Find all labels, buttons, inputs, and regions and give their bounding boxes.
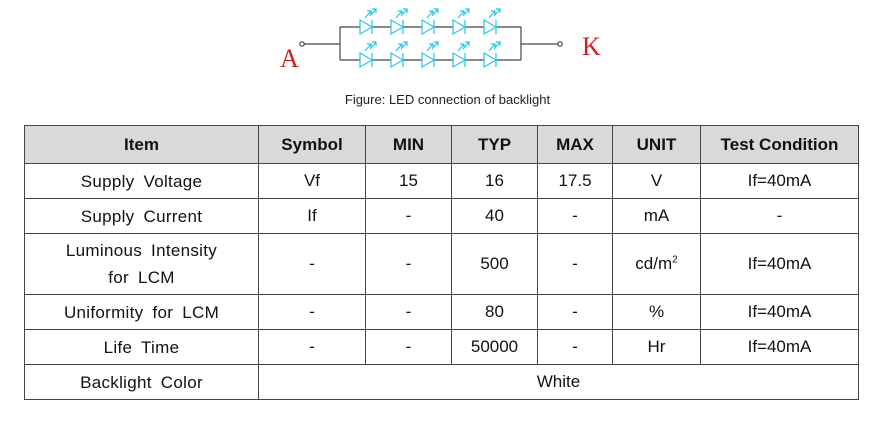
cell-backlight-color-value: White [258, 364, 859, 400]
header-typ: TYP [451, 125, 538, 164]
cathode-terminal-dot [557, 41, 563, 47]
backlight-spec-table: Item Symbol MIN TYP MAX UNIT Test Condit… [24, 125, 859, 400]
header-max: MAX [537, 125, 613, 164]
led-icon [452, 41, 470, 69]
cell-condition: If=40mA [700, 233, 859, 295]
led-icon [390, 8, 408, 36]
cell-condition: - [700, 198, 859, 234]
led-circuit-drawing [299, 8, 563, 69]
cell-min: - [365, 233, 452, 295]
cell-typ: 40 [451, 198, 538, 234]
cell-typ: 16 [451, 163, 538, 199]
table-row-supply-voltage: Supply Voltage Vf 15 16 17.5 V If=40mA [24, 163, 859, 199]
table-row-uniformity: Uniformity for LCM - - 80 - % If=40mA [24, 294, 859, 330]
led-icon [359, 41, 377, 69]
cell-unit: cd/m2 [612, 233, 701, 295]
cell-min: - [365, 294, 452, 330]
header-unit: UNIT [612, 125, 701, 164]
header-min: MIN [365, 125, 452, 164]
table-row-supply-current: Supply Current If - 40 - mA - [24, 198, 859, 234]
cell-max: - [537, 329, 613, 365]
table-header-row: Item Symbol MIN TYP MAX UNIT Test Condit… [24, 125, 859, 164]
led-icon [483, 41, 501, 69]
cell-condition: If=40mA [700, 294, 859, 330]
cell-condition: If=40mA [700, 329, 859, 365]
led-icon [421, 8, 439, 36]
cell-min: 15 [365, 163, 452, 199]
table-row-backlight-color: Backlight Color White [24, 364, 859, 400]
cell-min: - [365, 329, 452, 365]
cell-item: Supply Current [24, 198, 259, 234]
cell-symbol: - [258, 329, 366, 365]
cell-symbol: Vf [258, 163, 366, 199]
cell-max: - [537, 233, 613, 295]
cell-symbol: If [258, 198, 366, 234]
cell-max: - [537, 198, 613, 234]
cell-min: - [365, 198, 452, 234]
cell-max: - [537, 294, 613, 330]
led-icon [483, 8, 501, 36]
table-row-life-time: Life Time - - 50000 - Hr If=40mA [24, 329, 859, 365]
cell-typ: 80 [451, 294, 538, 330]
cell-max: 17.5 [537, 163, 613, 199]
cell-condition: If=40mA [700, 163, 859, 199]
cell-item: Supply Voltage [24, 163, 259, 199]
header-item: Item [24, 125, 259, 164]
cell-symbol: - [258, 294, 366, 330]
anode-terminal-dot [299, 41, 305, 47]
cell-item: Uniformity for LCM [24, 294, 259, 330]
cell-unit: V [612, 163, 701, 199]
cell-item: Backlight Color [24, 364, 259, 400]
led-icon [452, 8, 470, 36]
led-icon [359, 8, 377, 36]
led-icon [390, 41, 408, 69]
anode-label: A [280, 44, 299, 73]
header-symbol: Symbol [258, 125, 366, 164]
cell-unit: Hr [612, 329, 701, 365]
led-array [359, 8, 501, 69]
header-test-condition: Test Condition [700, 125, 859, 164]
figure-caption: Figure: LED connection of backlight [344, 92, 551, 107]
cell-typ: 50000 [451, 329, 538, 365]
led-connection-diagram: A K [270, 0, 630, 86]
led-icon [421, 41, 439, 69]
cell-symbol: - [258, 233, 366, 295]
cathode-label: K [582, 32, 601, 61]
cell-unit: % [612, 294, 701, 330]
cell-unit: mA [612, 198, 701, 234]
cell-typ: 500 [451, 233, 538, 295]
cell-item: Life Time [24, 329, 259, 365]
